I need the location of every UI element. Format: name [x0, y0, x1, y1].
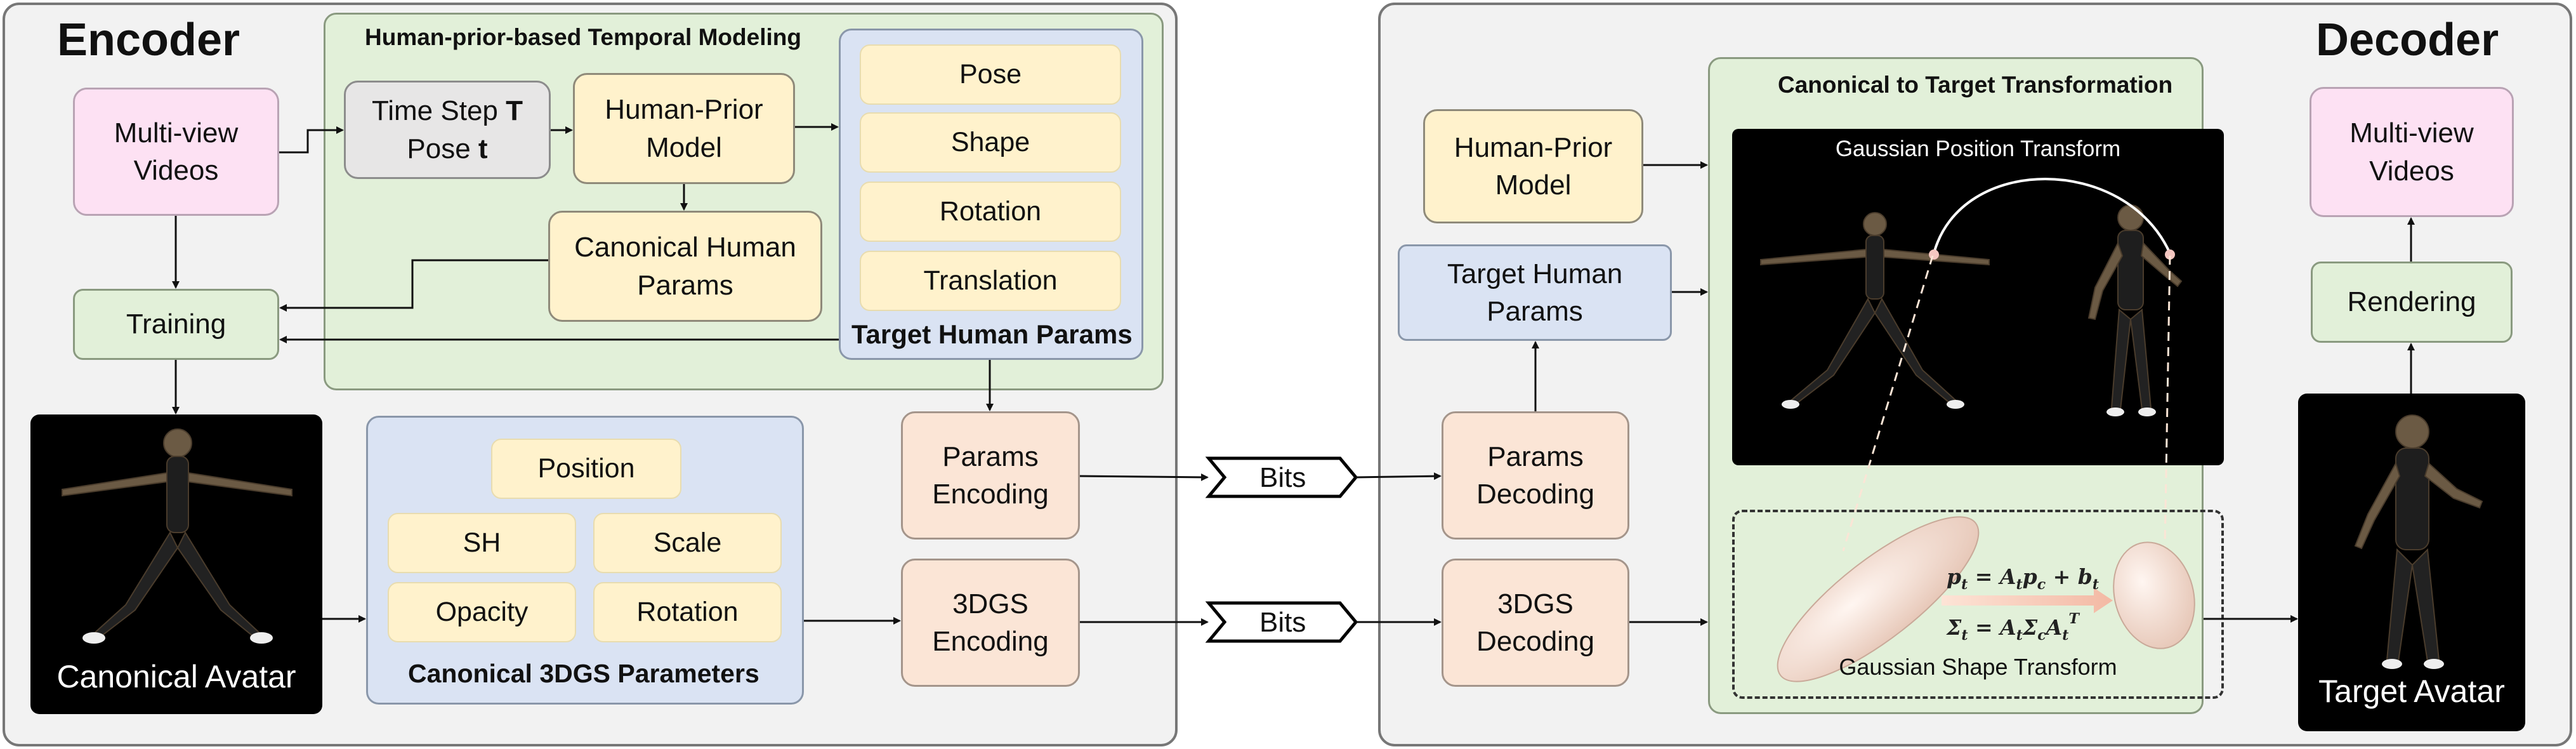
shape-transform-title: Gaussian Shape Transform	[1839, 654, 2117, 680]
target-point	[2165, 249, 2175, 260]
target-avatar-figure	[2354, 414, 2483, 669]
human-prior-model-decoder: Human-Prior Model	[1423, 109, 1643, 223]
arrow-bits-to-params-decoding	[1355, 472, 1442, 481]
target-human-params-decoder: Target Human Params	[1398, 244, 1672, 341]
time-step-symbol: T	[506, 95, 523, 127]
position-transform-title: Gaussian Position Transform	[1835, 136, 2121, 161]
decoder-title: Decoder	[2316, 15, 2499, 65]
params-encoding-box: Params Encoding	[901, 411, 1080, 540]
bits-label-3dgs: Bits	[1259, 607, 1306, 638]
target-param-pose: Pose	[860, 44, 1121, 105]
canonical-human-params: Canonical Human Params	[548, 211, 822, 322]
gs-param-scale: Scale	[593, 513, 782, 573]
rendering-box: Rendering	[2311, 262, 2513, 343]
bits-tag-3dgs	[1205, 601, 1358, 643]
transform-equations: pt = Atpc + bt Σt = AtΣcAtT	[1946, 564, 2099, 644]
3dgs-encoding-box: 3DGS Encoding	[901, 559, 1080, 687]
bits-label-params: Bits	[1259, 462, 1306, 493]
temporal-modeling-title: Human-prior-based Temporal Modeling	[365, 24, 801, 50]
target-param-rotation: Rotation	[860, 182, 1121, 242]
target-avatar-image: Target Avatar	[2298, 394, 2525, 731]
multiview-videos-output: Multi-view Videos	[2310, 87, 2514, 217]
time-step-pose-box: Time Step T Pose t	[344, 81, 551, 179]
position-arc	[1933, 178, 2171, 254]
human-prior-model-encoder: Human-Prior Model	[573, 73, 795, 184]
target-human-params-title: Target Human Params	[851, 319, 1133, 349]
params-decoding-box: Params Decoding	[1442, 411, 1629, 540]
position-transform-figures	[1760, 178, 2183, 416]
canonical-avatar-caption: Canonical Avatar	[56, 659, 296, 694]
training-box: Training	[73, 289, 279, 360]
gs-param-rotation: Rotation	[593, 582, 782, 642]
3dgs-decoding-box: 3DGS Decoding	[1442, 559, 1629, 687]
target-param-translation: Translation	[860, 251, 1121, 311]
svg-text:pt = Atpc + bt: pt = Atpc + bt	[1947, 564, 2099, 593]
shape-transform-arrow	[1942, 588, 2113, 613]
time-step-label: Time Step	[372, 95, 506, 127]
multiview-videos-input: Multi-view Videos	[73, 88, 279, 216]
canonical-avatar-figure	[62, 428, 292, 644]
shape-transform-box	[1732, 510, 2224, 699]
encoder-title: Encoder	[57, 15, 240, 65]
target-param-shape: Shape	[860, 112, 1121, 173]
target-avatar-caption: Target Avatar	[2318, 673, 2505, 709]
arrow-videos-to-timestep	[279, 126, 344, 154]
pose-symbol: t	[478, 133, 488, 164]
pose-label: Pose	[407, 133, 478, 164]
gaussian-position-image: Gaussian Position Transform	[1732, 129, 2224, 465]
correspondence-lines	[1842, 255, 2171, 552]
bits-tag-params	[1205, 456, 1358, 498]
gs-param-opacity: Opacity	[388, 582, 576, 642]
canonical-3dgs-title: Canonical 3DGS Parameters	[408, 659, 759, 688]
arrow-params-encoding-to-bits	[1079, 473, 1209, 481]
gs-param-position: Position	[491, 439, 681, 499]
gs-param-sh: SH	[388, 513, 576, 573]
canonical-gaussian-ellipsoid	[1777, 516, 1980, 682]
canonical-avatar-image: Canonical Avatar	[30, 414, 322, 714]
target-gaussian-ellipsoid	[2113, 541, 2195, 649]
arrow-canonical-to-training	[279, 259, 548, 312]
svg-text:Σt = AtΣcAtT: Σt = AtΣcAtT	[1946, 611, 2080, 644]
canonical-to-target-title: Canonical to Target Transformation	[1778, 72, 2173, 98]
